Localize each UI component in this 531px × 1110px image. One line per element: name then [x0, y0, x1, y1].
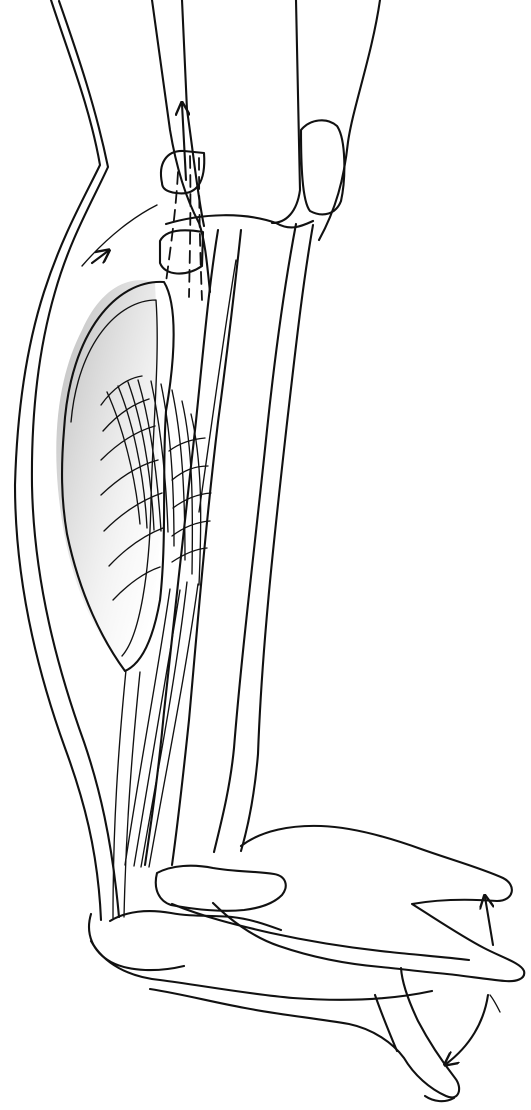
dorsiflex-up-arrow [485, 897, 493, 945]
plantarflex-curved-arrow [446, 995, 488, 1064]
foot-plantarflexed-upper [375, 995, 397, 1051]
knee-joint-line [166, 215, 313, 227]
tibia-front [241, 225, 313, 851]
ankle-joint [156, 866, 286, 911]
upward-tendon-arrow [182, 104, 186, 180]
knee-tendon-loop-lower [160, 230, 203, 273]
calf-muscle-shading [56, 280, 160, 668]
heel-bone [89, 914, 184, 970]
ankle-bone-lower [110, 911, 281, 930]
thigh-front-line [319, 0, 380, 240]
femur-front-line [272, 0, 300, 223]
knee-tendon-loop [161, 151, 204, 193]
achilles-tendon-back [124, 672, 140, 917]
calf-front-edge [199, 260, 236, 512]
tendon-dashed-right [189, 156, 190, 297]
plantarflex-arrow-tail [490, 995, 500, 1012]
foot-plantarflexed [150, 968, 459, 1097]
knee-patella [301, 120, 344, 214]
muscle-pull-line [82, 205, 157, 266]
foot-dorsiflexed [213, 826, 524, 981]
tendon-dashed-left [166, 172, 178, 282]
